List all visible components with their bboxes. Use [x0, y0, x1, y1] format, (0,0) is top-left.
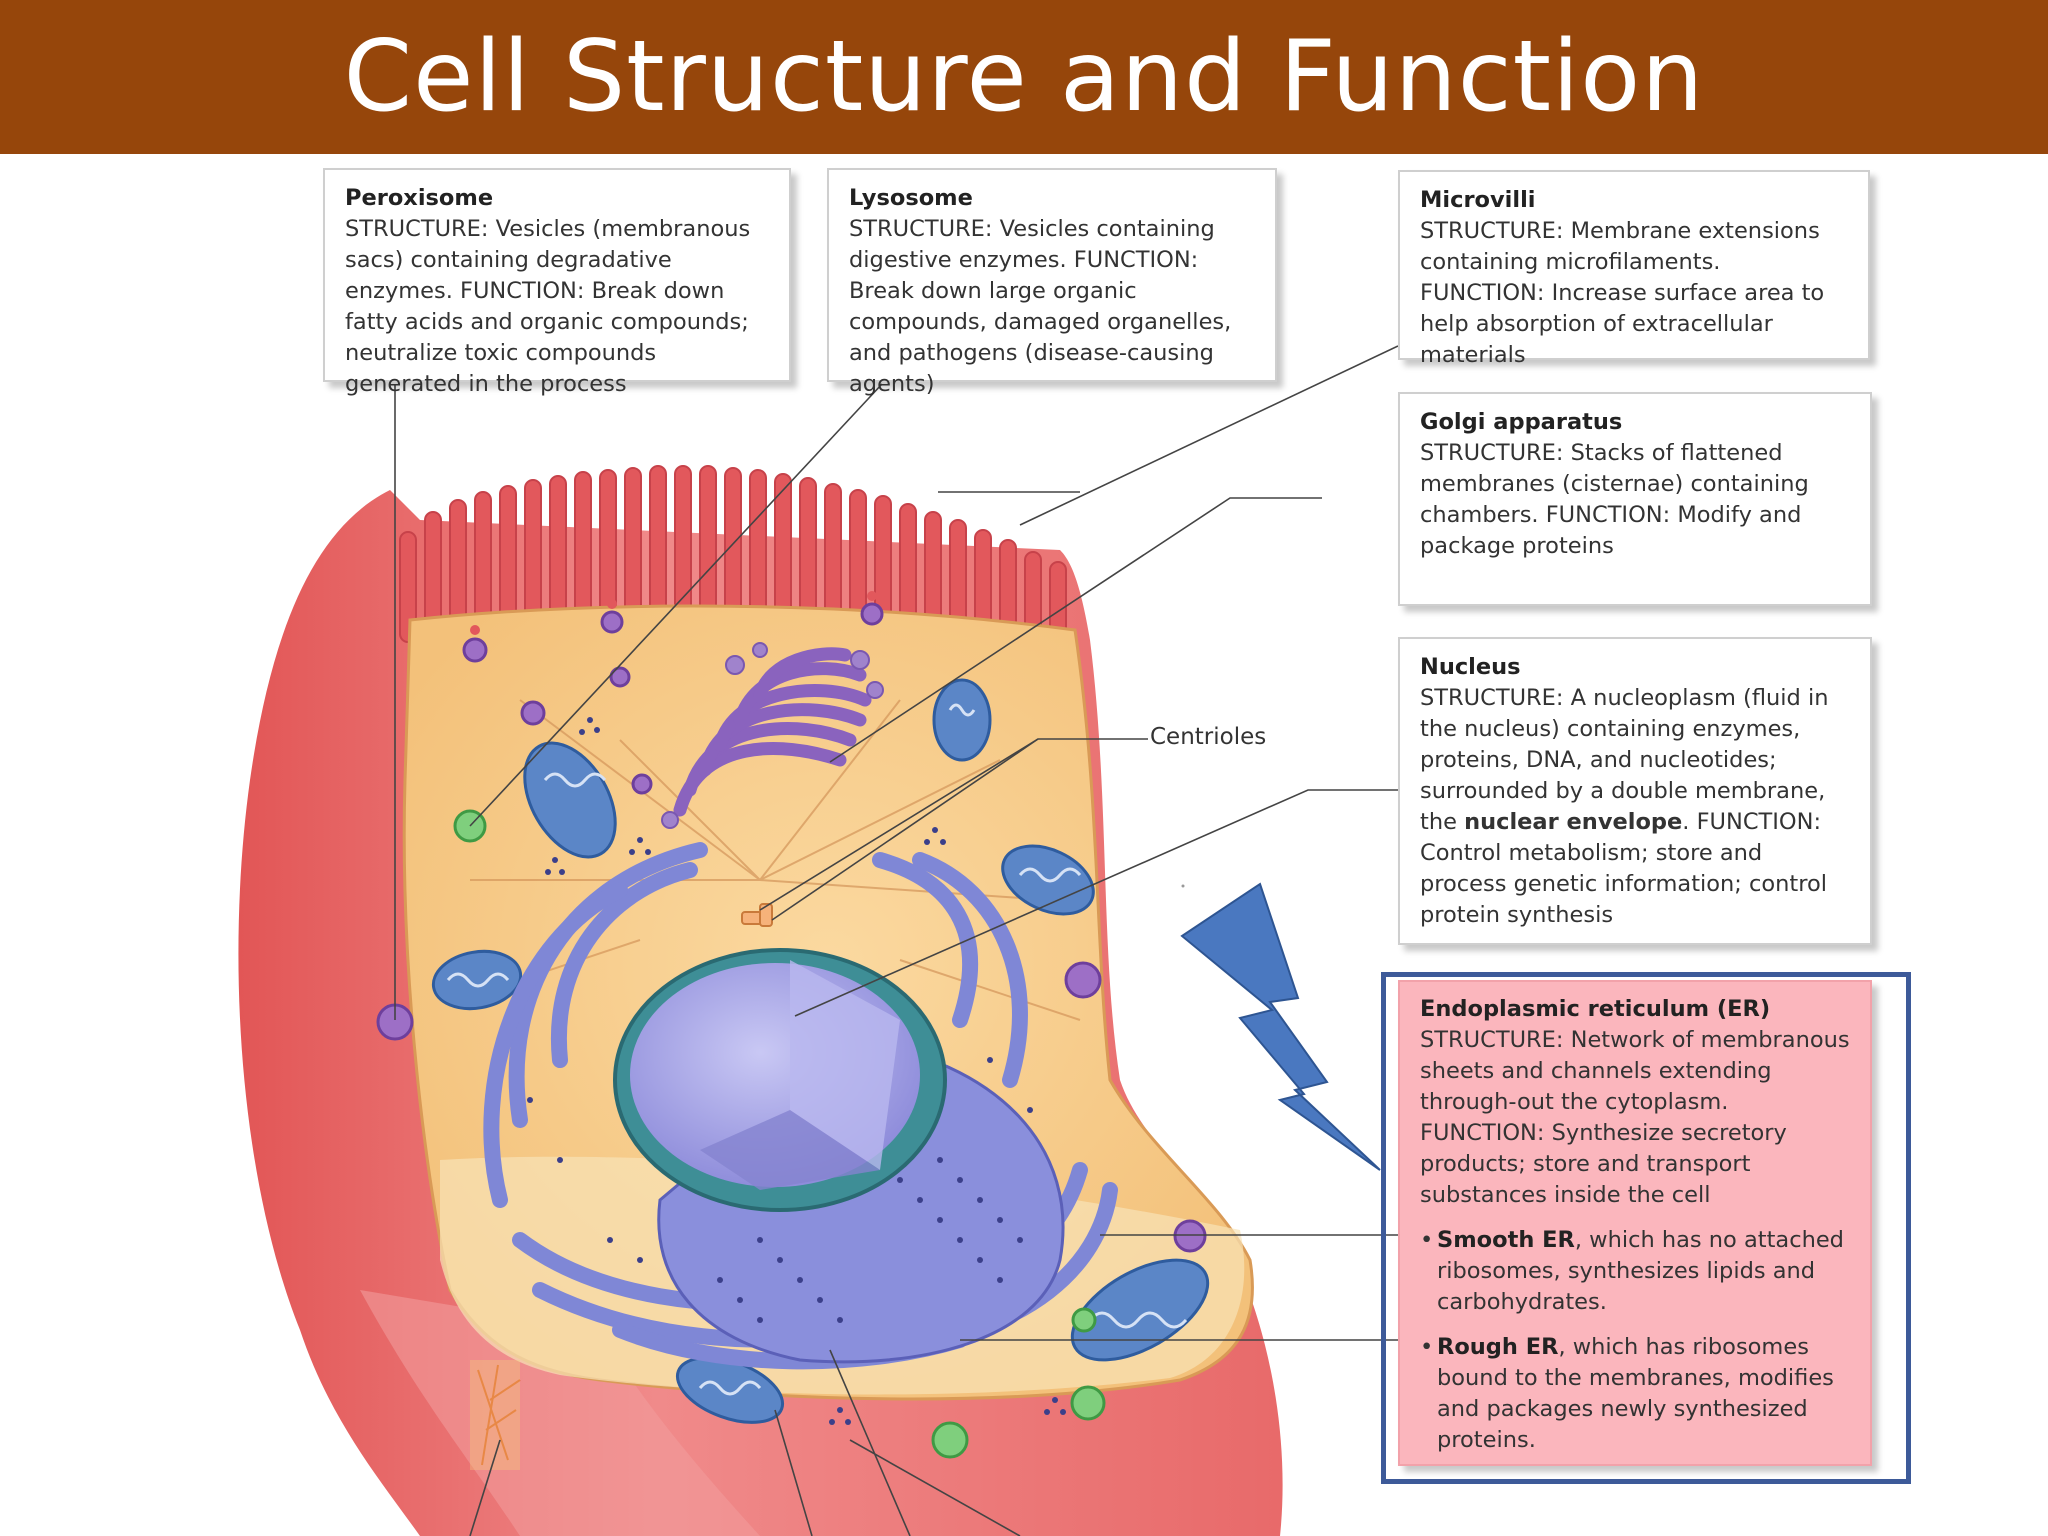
title-bar: Cell Structure and Function: [0, 0, 2048, 154]
peroxisome-title: Peroxisome: [345, 185, 494, 211]
leader-lines: [394, 345, 1399, 1536]
smooth-er-text: , which has no attached ribosomes, synth…: [1437, 1227, 1844, 1315]
nucleus: [613, 948, 947, 1212]
lysosome-title: Lysosome: [849, 185, 973, 211]
microvilli-title: Microvilli: [1420, 187, 1536, 213]
centrioles: [741, 903, 773, 927]
er-box: Endoplasmic reticulum (ER) STRUCTURE: Ne…: [1398, 980, 1872, 1466]
cell-illustration: [238, 345, 1399, 1536]
rough-er-item: • Rough ER, which has ribosomes bound to…: [1420, 1332, 1850, 1456]
nuclear-envelope-term: nuclear envelope: [1464, 809, 1683, 835]
nucleus-title: Nucleus: [1420, 654, 1521, 680]
nucleus-text: STRUCTURE: A nucleoplasm (fluid in the n…: [1420, 683, 1850, 931]
golgi-apparatus: [673, 647, 872, 817]
peroxisome-text: STRUCTURE: Vesicles (membranous sacs) co…: [345, 216, 751, 397]
lysosome-box: Lysosome STRUCTURE: Vesicles containing …: [827, 168, 1277, 397]
golgi-box: Golgi apparatus STRUCTURE: Stacks of fla…: [1398, 392, 1872, 606]
basement-fibres: [477, 1364, 521, 1466]
lysosomes: [376, 602, 1207, 1253]
lysosome-text: STRUCTURE: Vesicles containing digestive…: [849, 216, 1232, 397]
er-title: Endoplasmic reticulum (ER): [1420, 996, 1771, 1022]
bullet-icon: •: [1420, 1334, 1434, 1360]
lightning-arrow-icon: [1180, 882, 1381, 1171]
er-highlight-frame: [1381, 972, 1911, 1484]
er-text: STRUCTURE: Network of membranous sheets …: [1420, 1027, 1850, 1208]
nucleus-box: Nucleus STRUCTURE: A nucleoplasm (fluid …: [1398, 637, 1872, 945]
centrioles-label: Centrioles: [1150, 724, 1267, 750]
rough-er-term: Rough ER: [1437, 1334, 1559, 1360]
rough-er-text: , which has ribosomes bound to the membr…: [1437, 1334, 1834, 1453]
golgi-text: STRUCTURE: Stacks of flattened membranes…: [1420, 440, 1809, 559]
smooth-er-item: • Smooth ER, which has no attached ribos…: [1420, 1225, 1850, 1318]
microvilli-box: Microvilli STRUCTURE: Membrane extension…: [1398, 170, 1870, 368]
bullet-icon: •: [1420, 1227, 1434, 1253]
smooth-er-term: Smooth ER: [1437, 1227, 1575, 1253]
slide-title: Cell Structure and Function: [343, 20, 1705, 134]
golgi-title: Golgi apparatus: [1420, 409, 1623, 435]
nucleus-text-part1: STRUCTURE: A nucleoplasm (fluid in the n…: [1420, 685, 1829, 835]
peroxisome-box: Peroxisome STRUCTURE: Vesicles (membrano…: [323, 168, 791, 397]
nucleus-text-part2: . FUNCTION: Control metabolism; store an…: [1420, 809, 1828, 928]
microvilli-text: STRUCTURE: Membrane extensions containin…: [1420, 218, 1825, 368]
